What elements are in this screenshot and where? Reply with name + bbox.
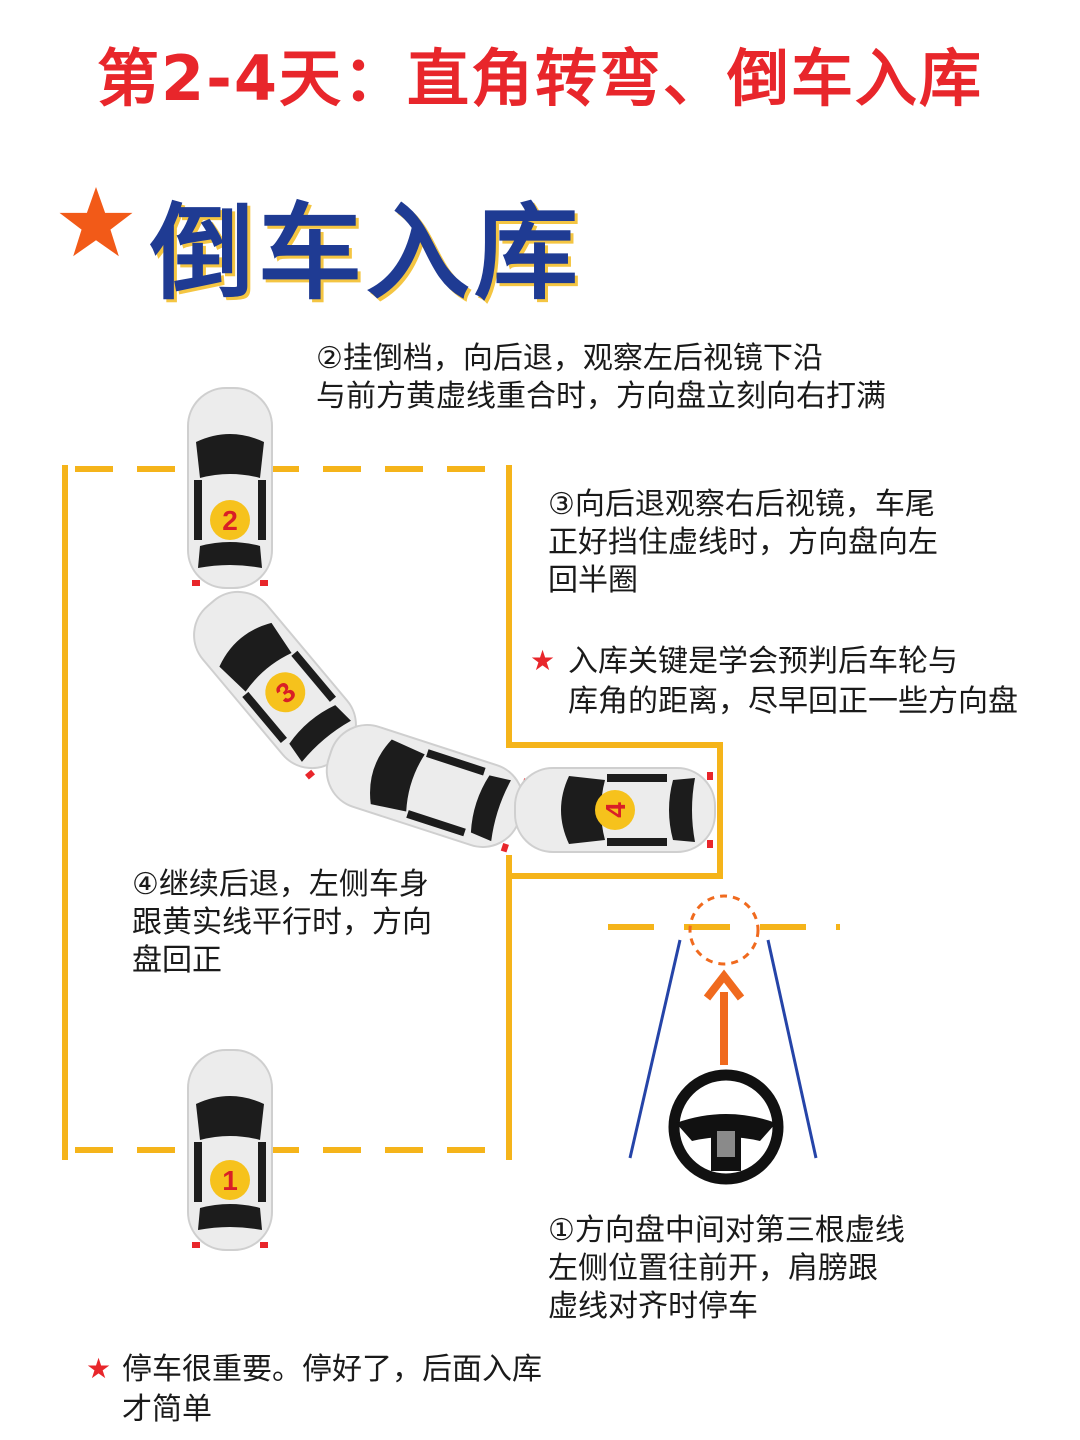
car-icon xyxy=(315,714,535,858)
target-circle xyxy=(688,894,760,966)
star-icon: ★ xyxy=(530,644,556,677)
page-title: 第2-4天：直角转弯、倒车入库 xyxy=(96,42,983,115)
car-number: 1 xyxy=(222,1165,238,1196)
star-icon: ★ xyxy=(86,1352,112,1385)
step2-line: ②挂倒档，向后退，观察左后视镜下沿 xyxy=(316,341,823,376)
stop-tip: ★ 停车很重要。停好了，后面入库 才简单 xyxy=(86,1350,542,1430)
key-tip-line: 库角的距离，尽早回正一些方向盘 xyxy=(568,684,1018,719)
step4-line: ④继续后退，左侧车身 xyxy=(132,867,429,902)
key-tip-line: 入库关键是学会预判后车轮与 xyxy=(568,644,958,679)
step1-line: 虚线对齐时停车 xyxy=(548,1289,758,1324)
car-icon: 2 xyxy=(187,387,273,589)
step1-line: 左侧位置往前开，肩膀跟 xyxy=(548,1251,878,1286)
section-title: 倒车入库 xyxy=(150,192,583,314)
step1-note: ①方向盘中间对第三根虚线 左侧位置往前开，肩膀跟 虚线对齐时停车 xyxy=(548,1212,905,1326)
steering-wheel-icon xyxy=(668,1069,784,1185)
car-icon: 3 xyxy=(177,575,373,785)
step4-line: 盘回正 xyxy=(132,943,222,978)
stop-tip-line: 才简单 xyxy=(122,1392,212,1427)
key-tip: ★ 入库关键是学会预判后车轮与 库角的距离，尽早回正一些方向盘 xyxy=(530,642,1018,722)
step3-line: ③向后退观察右后视镜，车尾 xyxy=(548,487,935,522)
step2-note: ②挂倒档，向后退，观察左后视镜下沿 与前方黄虚线重合时，方向盘立刻向右打满 xyxy=(316,340,886,416)
step1-line: ①方向盘中间对第三根虚线 xyxy=(548,1213,905,1248)
car-number: 4 xyxy=(600,802,631,818)
star-icon xyxy=(59,187,133,257)
car-number: 2 xyxy=(222,505,238,536)
step3-line: 正好挡住虚线时，方向盘向左 xyxy=(548,525,938,560)
lot-lines xyxy=(62,465,840,1160)
car-icon: 4 xyxy=(514,767,716,853)
car-icon: 1 xyxy=(187,1049,273,1251)
step4-line: 跟黄实线平行时，方向 xyxy=(132,905,432,940)
arrow-up-icon xyxy=(703,969,745,1065)
sight-lines xyxy=(628,939,818,1159)
step3-line: 回半圈 xyxy=(548,563,638,598)
step3-note: ③向后退观察右后视镜，车尾 正好挡住虚线时，方向盘向左 回半圈 xyxy=(548,486,938,600)
stop-tip-line: 停车很重要。停好了，后面入库 xyxy=(122,1352,542,1387)
step4-note: ④继续后退，左侧车身 跟黄实线平行时，方向 盘回正 xyxy=(132,866,432,980)
step2-line: 与前方黄虚线重合时，方向盘立刻向右打满 xyxy=(316,379,886,414)
